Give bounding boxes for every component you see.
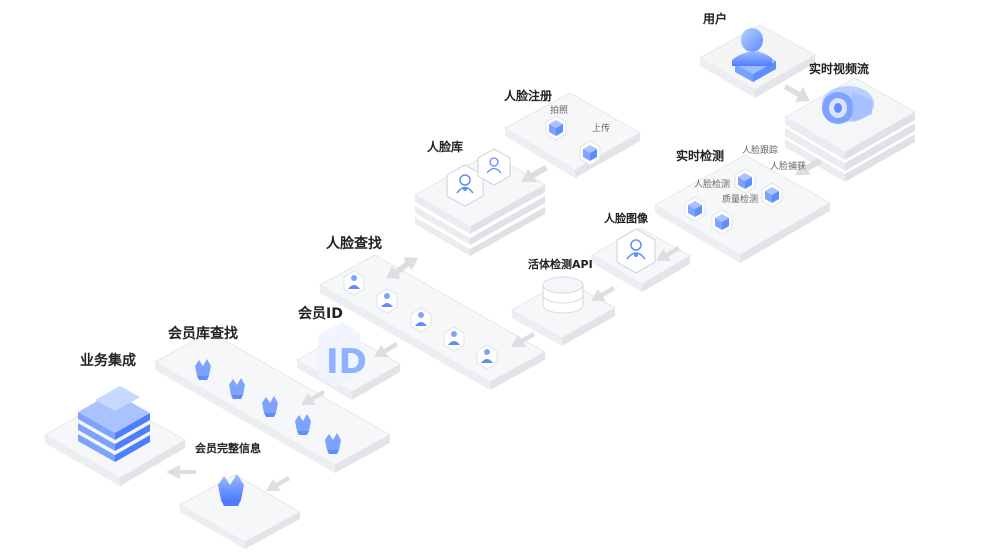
member-id-icon: ID [318,322,367,388]
person-icon [410,307,432,333]
label-member-info: 会员完整信息 [195,441,261,455]
arrow-liveness-to-search [511,332,535,347]
arrow-memberid-to-membersearch [301,390,325,405]
register-cube-photo-icon [545,115,567,141]
person-icon [476,344,498,370]
label-face-detect: 人脸检测 [694,178,730,190]
crown-icon [262,396,278,417]
arrow-info-to-business [166,465,196,479]
crown-icon [295,414,311,435]
database-icon [542,276,584,314]
user-icon [732,28,776,82]
face-register-tile [503,92,642,178]
arrow-register-to-library [521,165,548,182]
arrow-image-to-liveness [591,286,615,301]
label-face-register: 人脸注册 [504,88,552,103]
label-face-library: 人脸库 [427,139,463,154]
flow-arrows [166,84,822,491]
face-search-person-icons [343,270,498,370]
label-user: 用户 [702,11,727,26]
face-image-portrait-icon [616,228,656,274]
label-face-image: 人脸图像 [604,211,649,225]
face-track-cube-icon [734,168,756,194]
label-face-search: 人脸查找 [326,235,382,252]
person-icon [443,326,465,352]
quality-detect-cube-icon [711,209,733,235]
face-library-portrait-2-icon [477,148,511,186]
register-cube-upload-icon [579,140,601,166]
person-icon [376,288,398,314]
arrow-membersearch-to-info [266,476,290,491]
member-info-tile [178,474,302,549]
arrow-search-library-bidir [386,257,418,279]
crown-icon [195,359,211,380]
crown-icon [229,378,245,399]
face-library-portrait-icon [446,164,484,207]
label-member-search: 会员库查找 [168,325,238,342]
label-liveness-api: 活体检测API [528,257,593,271]
label-video-stream: 实时视频流 [809,61,869,76]
member-search-tile [153,331,392,473]
label-photo: 拍照 [550,104,568,116]
person-icon [343,270,365,296]
label-upload: 上传 [592,122,610,134]
arrow-detect-to-image [656,246,680,261]
member-id-glyph: ID [326,342,367,382]
member-search-crown-icons [195,359,341,454]
label-member-id: 会员ID [298,305,343,322]
realtime-detect-tile [653,154,832,263]
member-info-crown-icon [218,474,244,506]
label-face-capture: 人脸捕获 [770,160,806,172]
label-face-track: 人脸跟踪 [742,144,778,156]
arrow-user-to-video [784,84,810,102]
label-realtime-detect: 实时检测 [676,148,724,163]
crown-icon [325,433,341,454]
server-stack-icon [78,386,150,462]
label-quality-detect: 质量检测 [722,193,758,205]
face-capture-cube-icon [761,182,783,208]
label-business: 业务集成 [80,352,136,369]
detect-cubes [684,168,783,235]
face-detect-cube-icon [684,196,706,222]
camera-icon [822,86,874,124]
arrow-search-to-memberid [374,342,398,357]
arrow-video-to-detect [795,158,822,175]
